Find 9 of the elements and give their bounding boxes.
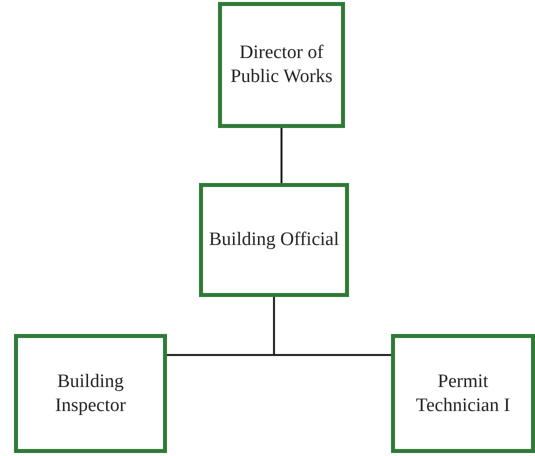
position-title: Permit Technician I [414, 370, 512, 418]
org-box [218, 2, 345, 128]
org-box [391, 334, 535, 453]
position-title: Director of Public Works [229, 41, 334, 89]
connector-line [280, 128, 282, 183]
position-title: Building Inspector [54, 370, 127, 418]
org-box [199, 183, 349, 297]
position-title: Building Official [209, 228, 339, 252]
org-box [14, 334, 167, 453]
